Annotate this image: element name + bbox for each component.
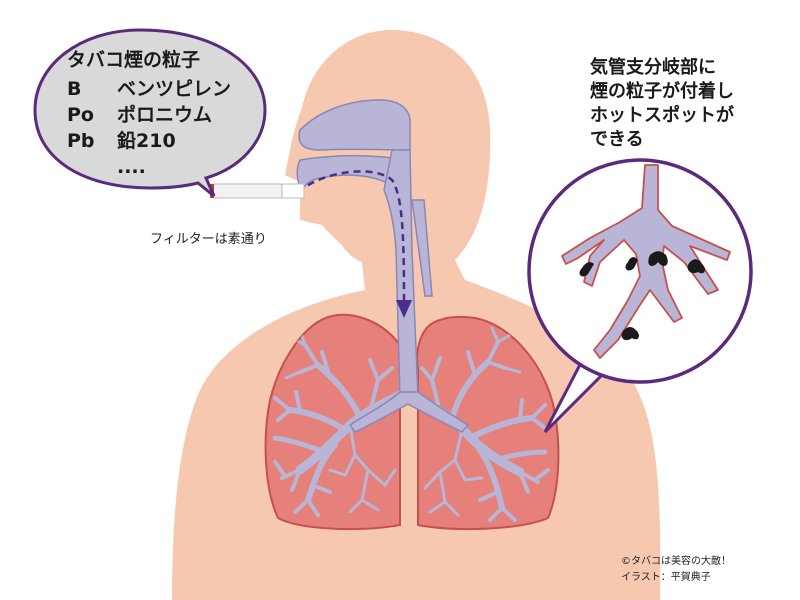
particle-symbol: B <box>67 78 82 100</box>
hotspot-note: 気管支分岐部に 煙の粒子が付着し ホットスポットが できる <box>590 57 734 150</box>
right-bronchial-tree <box>417 326 550 522</box>
trachea <box>383 149 419 399</box>
particle-item: Pb 鉛210 <box>67 128 231 154</box>
smoke-arrowhead <box>396 300 412 318</box>
speech-bubble <box>33 28 267 198</box>
cigarette <box>210 183 305 199</box>
particle-name: ポロニウム <box>117 104 213 126</box>
particle-name: .... <box>117 156 146 178</box>
particle-name: ベンツピレン <box>117 78 232 100</box>
particle-symbol: Po <box>67 104 94 126</box>
particle-item: B ベンツピレン <box>67 76 231 102</box>
main-bronchi <box>348 391 470 433</box>
deposit-hotspot <box>579 262 594 277</box>
particle-symbol: Pb <box>67 130 95 152</box>
particle-symbol <box>67 154 117 180</box>
illustration-credit: ©タバコは美容の大敵！ イラスト：平賀典子 <box>621 556 731 583</box>
nasal-cavity <box>298 99 411 151</box>
particle-list: B ベンツピレン Po ポロニウム Pb 鉛210 .... <box>67 76 231 180</box>
smoke-path-arrow <box>297 170 406 301</box>
bubble-title: タバコ煙の粒子 <box>67 49 201 71</box>
bronchial-bifurcation-closeup <box>561 164 731 359</box>
left-bronchial-tree <box>272 328 400 517</box>
deposit-hotspot <box>625 257 638 271</box>
filter-note: フィルターは素通り <box>150 232 267 247</box>
deposit-hotspot <box>648 251 668 266</box>
particle-name: 鉛210 <box>117 130 176 152</box>
esophagus <box>411 199 433 297</box>
deposit-hotspot <box>621 327 639 341</box>
particle-item: .... <box>67 154 231 180</box>
deposit-hotspot <box>687 259 705 274</box>
particle-item: Po ポロニウム <box>67 102 231 128</box>
